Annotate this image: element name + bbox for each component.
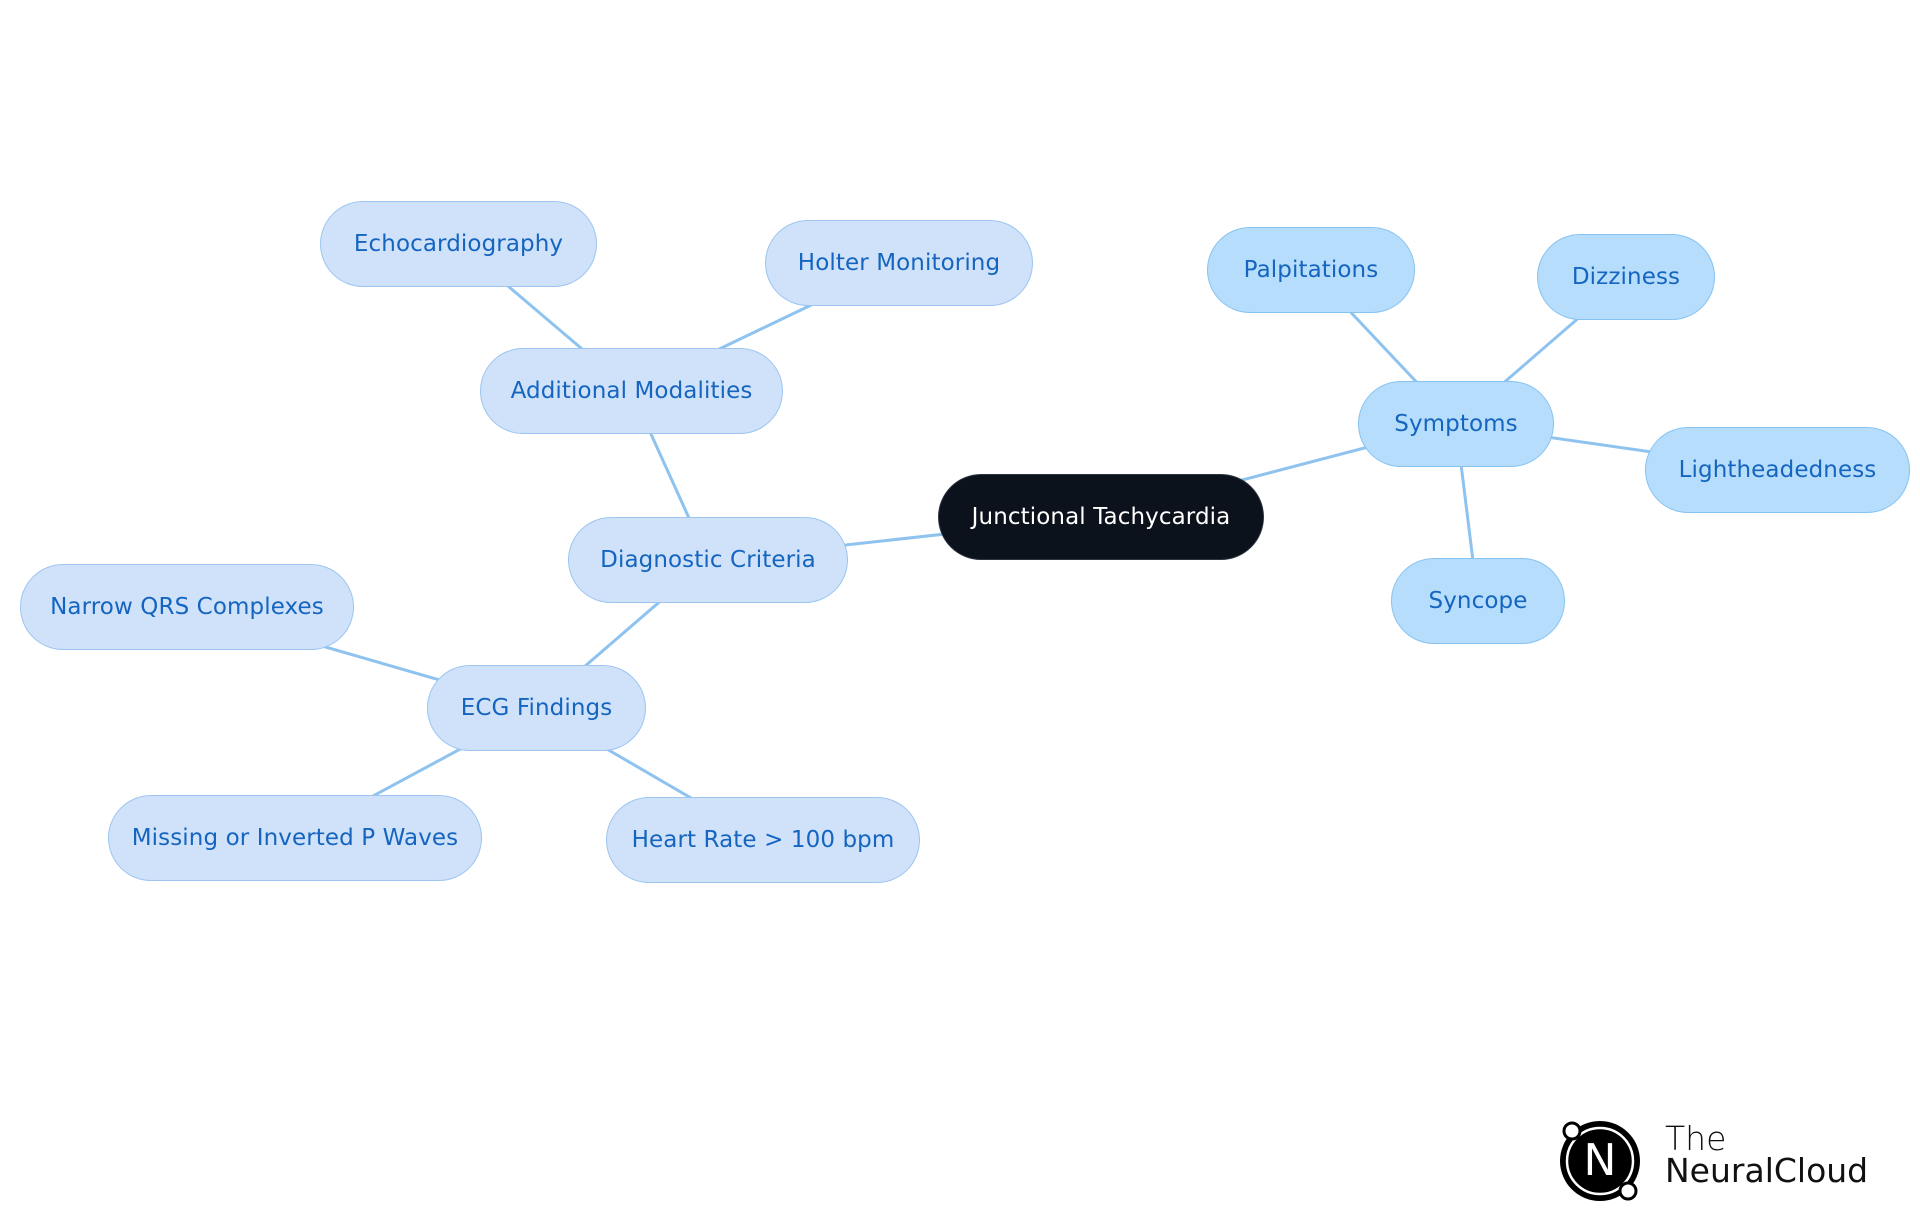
node-palpitations[interactable]: Palpitations — [1207, 227, 1415, 313]
node-lightheadedness[interactable]: Lightheadedness — [1645, 427, 1910, 513]
logo-letter: N — [1584, 1135, 1617, 1186]
node-holter-monitoring[interactable]: Holter Monitoring — [765, 220, 1033, 306]
node-echocardiography[interactable]: Echocardiography — [320, 201, 597, 287]
node-heart-rate[interactable]: Heart Rate > 100 bpm — [606, 797, 920, 883]
node-additional-modalities[interactable]: Additional Modalities — [480, 348, 783, 434]
node-missing-or-inverted-p-waves[interactable]: Missing or Inverted P Waves — [108, 795, 482, 881]
root-node[interactable]: Junctional Tachycardia — [938, 474, 1264, 560]
node-dizziness[interactable]: Dizziness — [1537, 234, 1715, 320]
neuralcloud-logo: N The NeuralCloud — [1553, 1113, 1868, 1208]
neuralcloud-logo-icon: N — [1560, 1121, 1640, 1201]
node-ecg-findings[interactable]: ECG Findings — [427, 665, 646, 751]
logo-line-the: The — [1665, 1119, 1727, 1158]
node-narrow-qrs-complexes[interactable]: Narrow QRS Complexes — [20, 564, 354, 650]
node-symptoms[interactable]: Symptoms — [1358, 381, 1554, 467]
logo-line-neuralcloud: NeuralCloud — [1665, 1151, 1869, 1190]
node-syncope[interactable]: Syncope — [1391, 558, 1565, 644]
logo-wordmark: The NeuralCloud — [1665, 1119, 1869, 1190]
node-diagnostic-criteria[interactable]: Diagnostic Criteria — [568, 517, 848, 603]
